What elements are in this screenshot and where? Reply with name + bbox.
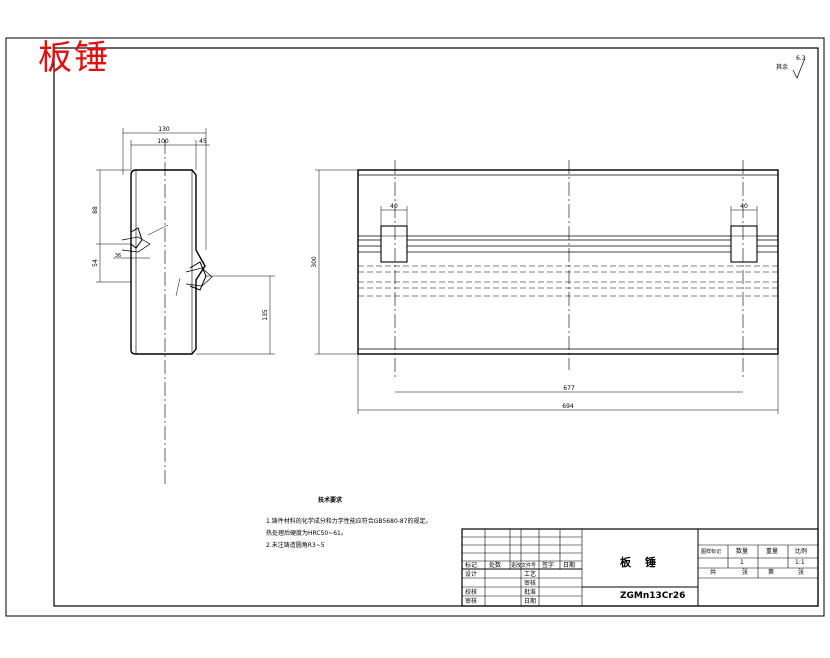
notes-line-2: 热处理后硬度为HRC50~61。 bbox=[266, 530, 347, 537]
title-block bbox=[461, 528, 819, 607]
tb-scale-value-qty: 1 bbox=[740, 559, 744, 566]
notes-line-1: 1.铸件材料的化学成分和力学性能应符合GB5680-87的规定。 bbox=[266, 518, 432, 525]
front-view bbox=[315, 160, 779, 414]
bolt-slot-right bbox=[730, 225, 758, 263]
tb-scale-value-ratio: 1:1 bbox=[795, 559, 805, 566]
roughness-value: 6.3 bbox=[796, 55, 806, 62]
title-block-frame bbox=[461, 528, 819, 607]
side-groove-left bbox=[130, 227, 143, 249]
dim-label: 135 bbox=[262, 309, 269, 321]
tb-material: ZGMn13Cr26 bbox=[620, 591, 686, 601]
dim-label: 40 bbox=[740, 203, 748, 210]
dim-label: 100 bbox=[157, 138, 169, 145]
dim-label: 54 bbox=[92, 259, 99, 267]
side-view bbox=[96, 128, 275, 485]
tb-role-date: 日期 bbox=[524, 598, 537, 605]
leader-line bbox=[175, 277, 181, 297]
tb-scale-header-mark: 图样标记 bbox=[701, 549, 722, 555]
tb-role-check: 校核 bbox=[465, 589, 478, 596]
tb-sheets-current-unit: 张 bbox=[798, 569, 805, 576]
tb-sheets-total-unit: 张 bbox=[742, 569, 749, 576]
tb-part-name: 板锤 bbox=[620, 556, 670, 569]
dim-label: 88 bbox=[92, 206, 99, 214]
tb-role-audit: 审核 bbox=[524, 580, 537, 587]
roughness-label: 其余 bbox=[776, 64, 789, 71]
tb-role-approve: 批准 bbox=[524, 589, 537, 596]
front-view-outline bbox=[357, 169, 779, 355]
side-bolt-head-right bbox=[185, 267, 213, 287]
side-view-outline bbox=[130, 169, 206, 355]
inner-border bbox=[53, 47, 819, 607]
tb-scale-header-ratio: 比例 bbox=[795, 548, 808, 555]
tb-sheets-total-label: 共 bbox=[710, 569, 717, 576]
outer-border bbox=[5, 37, 825, 617]
tb-header-count: 处数 bbox=[489, 562, 502, 569]
tb-header-doc: 更改文件号 bbox=[511, 563, 537, 569]
dim-label: 40 bbox=[390, 203, 398, 210]
tb-role-review: 审核 bbox=[465, 598, 478, 605]
dim-label: 130 bbox=[158, 126, 170, 133]
side-bolt-head bbox=[121, 236, 151, 253]
notes-heading: 技术要求 bbox=[318, 497, 343, 504]
tb-sheets-current-label: 第 bbox=[768, 569, 775, 576]
leader-line bbox=[147, 224, 169, 236]
tb-scale-header-qty: 数量 bbox=[736, 548, 749, 555]
dim-label: 677 bbox=[563, 385, 575, 392]
dim-label: 45 bbox=[199, 138, 207, 145]
dim-label: 36 bbox=[115, 253, 121, 259]
dim-label: 300 bbox=[311, 256, 318, 268]
tb-header-sign: 签字 bbox=[542, 562, 555, 569]
tb-header-date: 日期 bbox=[563, 562, 576, 569]
notes-line-3: 2.未注铸造圆角R3~5 bbox=[266, 542, 325, 549]
bolt-slot-left bbox=[380, 225, 408, 263]
tb-role-design: 设计 bbox=[465, 571, 478, 578]
roughness-symbol-icon bbox=[792, 57, 806, 79]
dim-label: 694 bbox=[562, 403, 574, 410]
tb-role-process: 工艺 bbox=[524, 571, 537, 578]
tb-scale-header-weight: 重量 bbox=[766, 548, 779, 555]
drawing-title-stamp: 板锤 bbox=[38, 38, 110, 78]
tb-header-mark: 标记 bbox=[465, 562, 478, 569]
